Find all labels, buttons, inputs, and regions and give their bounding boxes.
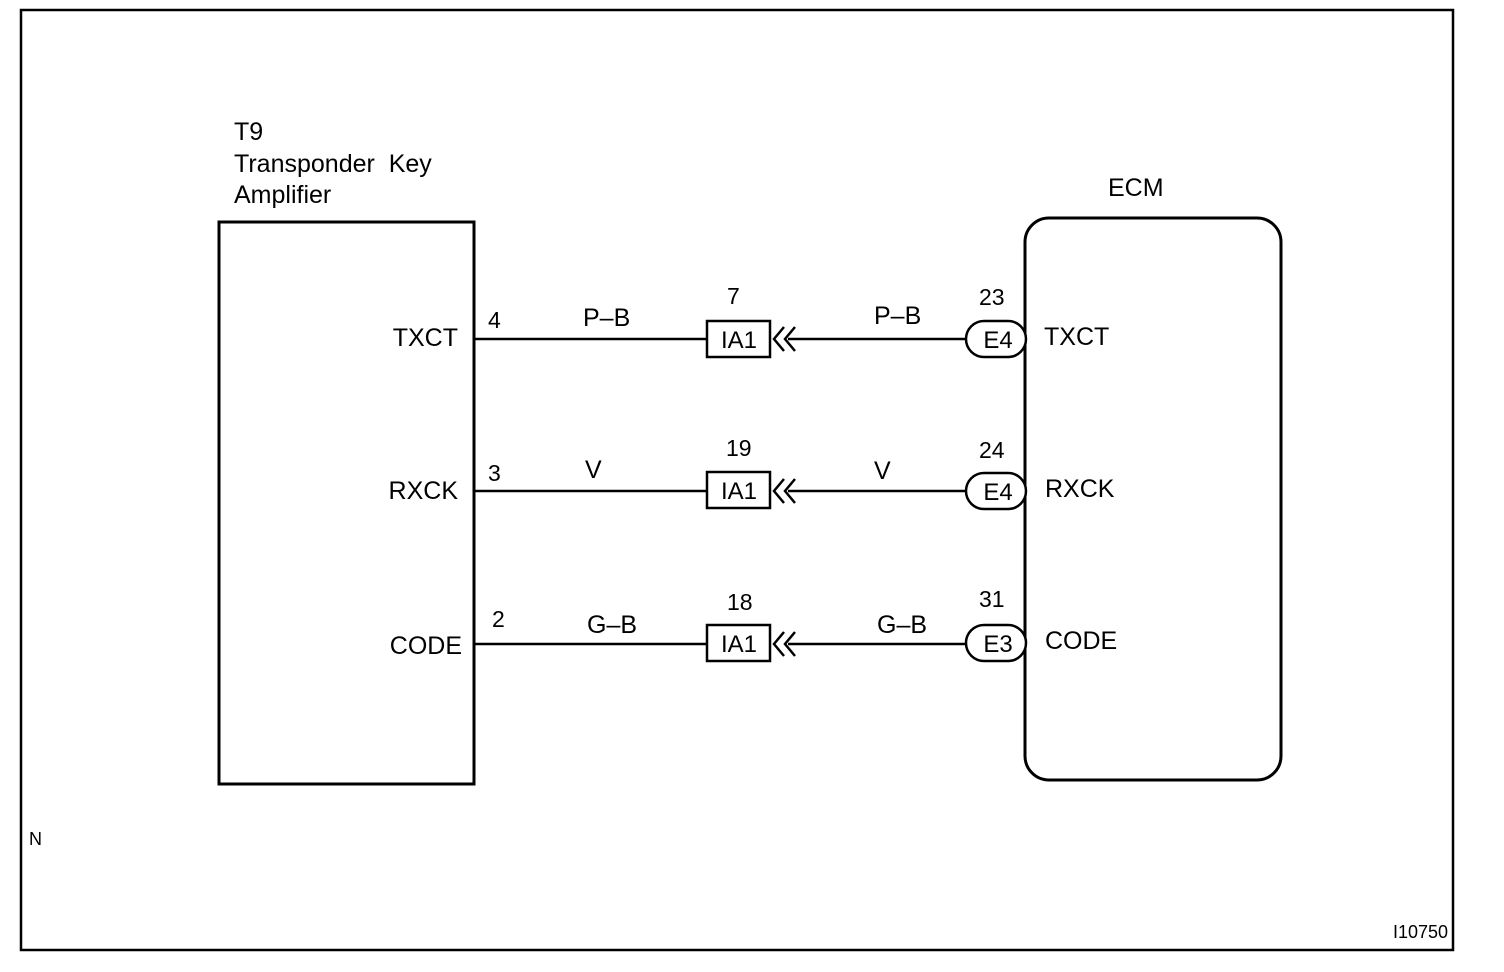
amp-signal-label: RXCK (389, 477, 459, 505)
wire-color-right: G–B (877, 611, 927, 639)
amplifier-name-line2: Amplifier (234, 181, 331, 209)
amplifier-box (217, 220, 476, 786)
circuit-txct: TXCT 4 P–B 7 IA1 P–B 23 E4 TXCT (393, 283, 1109, 359)
amp-signal-label: TXCT (393, 324, 458, 352)
junction-pin-number: 18 (727, 589, 753, 615)
junction-connector-label: IA1 (721, 631, 757, 658)
wire-color-right: P–B (874, 302, 921, 330)
amp-signal-label: CODE (390, 632, 462, 660)
ecm-connector-label: E4 (983, 479, 1012, 506)
amplifier-name-line1: Transponder Key (234, 150, 432, 178)
chevron-icon (783, 631, 796, 657)
wire-color-left: V (585, 456, 602, 484)
wire-color-right: V (874, 457, 891, 485)
figure-id: I10750 (1393, 922, 1448, 942)
amp-pin-number: 3 (488, 460, 501, 486)
amplifier-code: T9 (234, 118, 263, 146)
ecm-connector-label: E4 (983, 327, 1012, 354)
junction-connector-label: IA1 (721, 478, 757, 505)
ecm-signal-label: RXCK (1045, 475, 1115, 503)
amp-pin-number: 4 (488, 307, 501, 333)
ecm-pin-number: 24 (979, 437, 1005, 463)
junction-connector-label: IA1 (721, 327, 757, 354)
ecm-signal-label: CODE (1045, 627, 1117, 655)
chevron-icon (772, 326, 785, 352)
junction-connector-box (705, 319, 772, 359)
wire-color-left: P–B (583, 304, 630, 332)
ecm-connector-oval (964, 319, 1028, 359)
circuit-rxck: RXCK 3 V 19 IA1 V 24 E4 RXCK (389, 435, 1115, 511)
junction-pin-number: 7 (727, 283, 740, 309)
ecm-connector-label: E3 (983, 631, 1012, 658)
chevron-icon (772, 478, 785, 504)
ecm-connector-oval (964, 471, 1028, 511)
ecm-pin-number: 31 (979, 586, 1005, 612)
junction-pin-number: 19 (726, 435, 752, 461)
diagram-border (19, 8, 1455, 952)
junction-connector-box (705, 623, 772, 663)
ecm-pin-number: 23 (979, 284, 1005, 310)
circuit-code: CODE 2 G–B 18 IA1 G–B 31 E3 CODE (390, 586, 1117, 663)
chevron-icon (772, 631, 785, 657)
chevron-icon (783, 326, 796, 352)
amp-pin-number: 2 (492, 606, 505, 632)
ecm-signal-label: TXCT (1044, 323, 1109, 351)
wire-color-left: G–B (587, 611, 637, 639)
chevron-icon (783, 478, 796, 504)
ecm-label: ECM (1108, 174, 1164, 202)
junction-connector-box (705, 470, 772, 510)
corner-mark: N (29, 829, 42, 849)
ecm-connector-oval (964, 623, 1028, 663)
